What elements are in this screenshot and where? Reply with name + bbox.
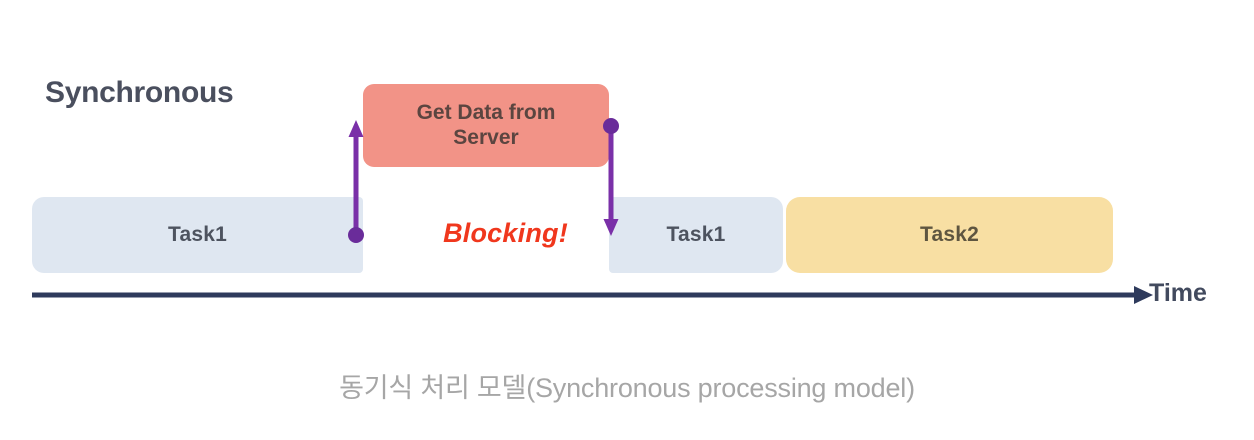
server-box-line1: Get Data from: [416, 100, 556, 124]
task-bar-task1-first: Task1: [32, 197, 363, 273]
blocking-annotation: Blocking!: [443, 218, 568, 248]
server-box-line2: Server: [453, 125, 519, 149]
task-bar-label: Task1: [666, 223, 726, 246]
task-bar-task1-second: Task1: [609, 197, 783, 273]
diagram-title: Synchronous: [45, 76, 234, 109]
diagram-caption: 동기식 처리 모델(Synchronous processing model): [339, 373, 915, 403]
task-bar-label: Task2: [920, 223, 979, 246]
time-axis-arrow-icon: [32, 286, 1153, 304]
task-bar-task2: Task2: [786, 197, 1113, 273]
time-axis-label: Time: [1149, 279, 1207, 307]
get-data-from-server-box: Get Data from Server: [363, 84, 609, 167]
task-bar-label: Task1: [168, 223, 227, 246]
